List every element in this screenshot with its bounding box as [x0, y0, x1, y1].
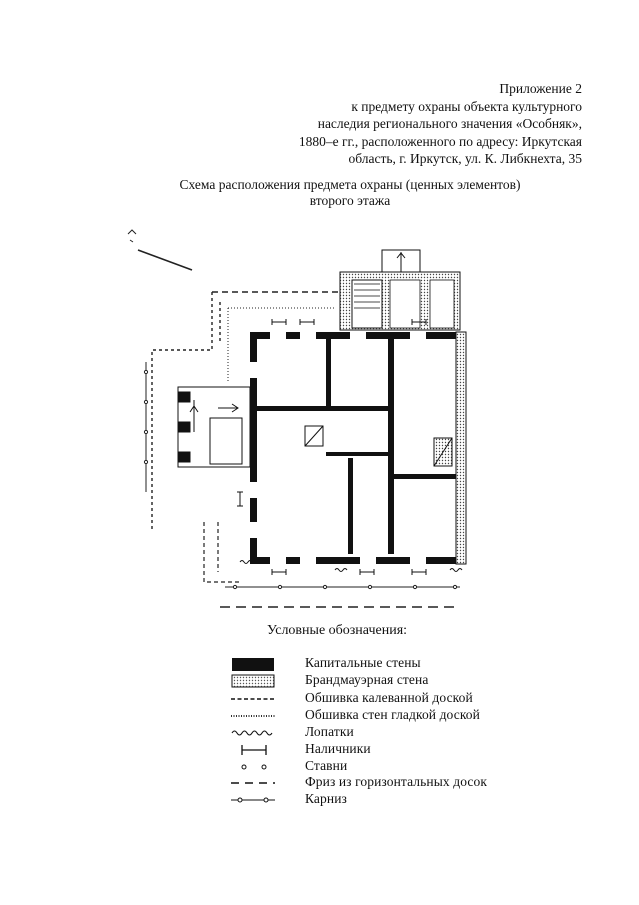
legend-item: Карниз	[230, 791, 550, 808]
legend-label: Брандмауэрная стена	[305, 672, 429, 687]
appendix-line: наследия регионального значения «Особняк…	[317, 116, 582, 131]
legend-item: Обшивка стен гладкой доской	[230, 707, 550, 724]
porch-block	[177, 386, 251, 468]
scheme-title-line: Схема расположения предмета охраны (ценн…	[179, 177, 521, 192]
appendix-line: Приложение 2	[499, 81, 582, 96]
outer-cladding-lines	[151, 291, 455, 608]
scheme-title-line: второго этажа	[309, 193, 391, 208]
legend-label: Лопатки	[305, 724, 354, 739]
staircase-block	[339, 249, 461, 331]
appendix-line: область, г. Иркутск, ул. К. Либкнехта, 3…	[348, 151, 582, 166]
pilaster-marks	[239, 560, 463, 572]
legend-label: Карниз	[305, 791, 347, 806]
legend-item: Брандмауэрная стена	[230, 672, 550, 689]
legend-item: Обшивка калеванной доской	[230, 690, 550, 707]
interior-symbols	[304, 425, 453, 467]
two-circles-icon	[241, 764, 267, 770]
legend-label: Наличники	[305, 741, 371, 756]
appendix-header: Приложение 2 к предмету охраны объекта к…	[299, 80, 582, 168]
legend-item: Ставни	[230, 758, 550, 775]
wavy-line-icon	[231, 730, 273, 736]
legend-label: Обшивка калеванной доской	[305, 690, 473, 705]
solid-black-fill-icon	[232, 658, 274, 671]
legend-label: Фриз из горизонтальных досок	[305, 774, 487, 789]
bracket-line-icon	[241, 745, 267, 755]
legend-item: Капитальные стены	[230, 655, 550, 672]
fine-dotted-line-icon	[231, 715, 275, 717]
firewall	[455, 331, 467, 565]
legend-label: Обшивка стен гладкой доской	[305, 707, 480, 722]
window-openings	[250, 332, 426, 564]
floor-plan-drawing	[127, 229, 467, 608]
legend-item: Лопатки	[230, 724, 550, 741]
legend-title: Условные обозначения:	[267, 623, 408, 638]
legend-item: Фриз из горизонтальных досок	[230, 774, 550, 791]
capital-walls	[250, 332, 465, 564]
legend-label: Ставни	[305, 758, 348, 773]
legend-item: Наличники	[230, 741, 550, 758]
line-with-circles-icon	[231, 797, 275, 803]
appendix-line: 1880–е гг., расположенного по адресу: Ир…	[298, 133, 582, 149]
appendix-line: к предмету охраны объекта культурного	[351, 98, 582, 114]
dashed-line-icon	[231, 698, 275, 700]
dotted-fill-icon	[231, 674, 275, 688]
architrave-marks	[237, 319, 427, 575]
long-dash-line-icon	[231, 782, 275, 784]
legend-label: Капитальные стены	[305, 655, 421, 670]
scheme-title: Схема расположения предмета охраны (ценн…	[0, 177, 639, 209]
cornice-line	[143, 362, 460, 590]
north-arrow-mark	[127, 229, 193, 271]
